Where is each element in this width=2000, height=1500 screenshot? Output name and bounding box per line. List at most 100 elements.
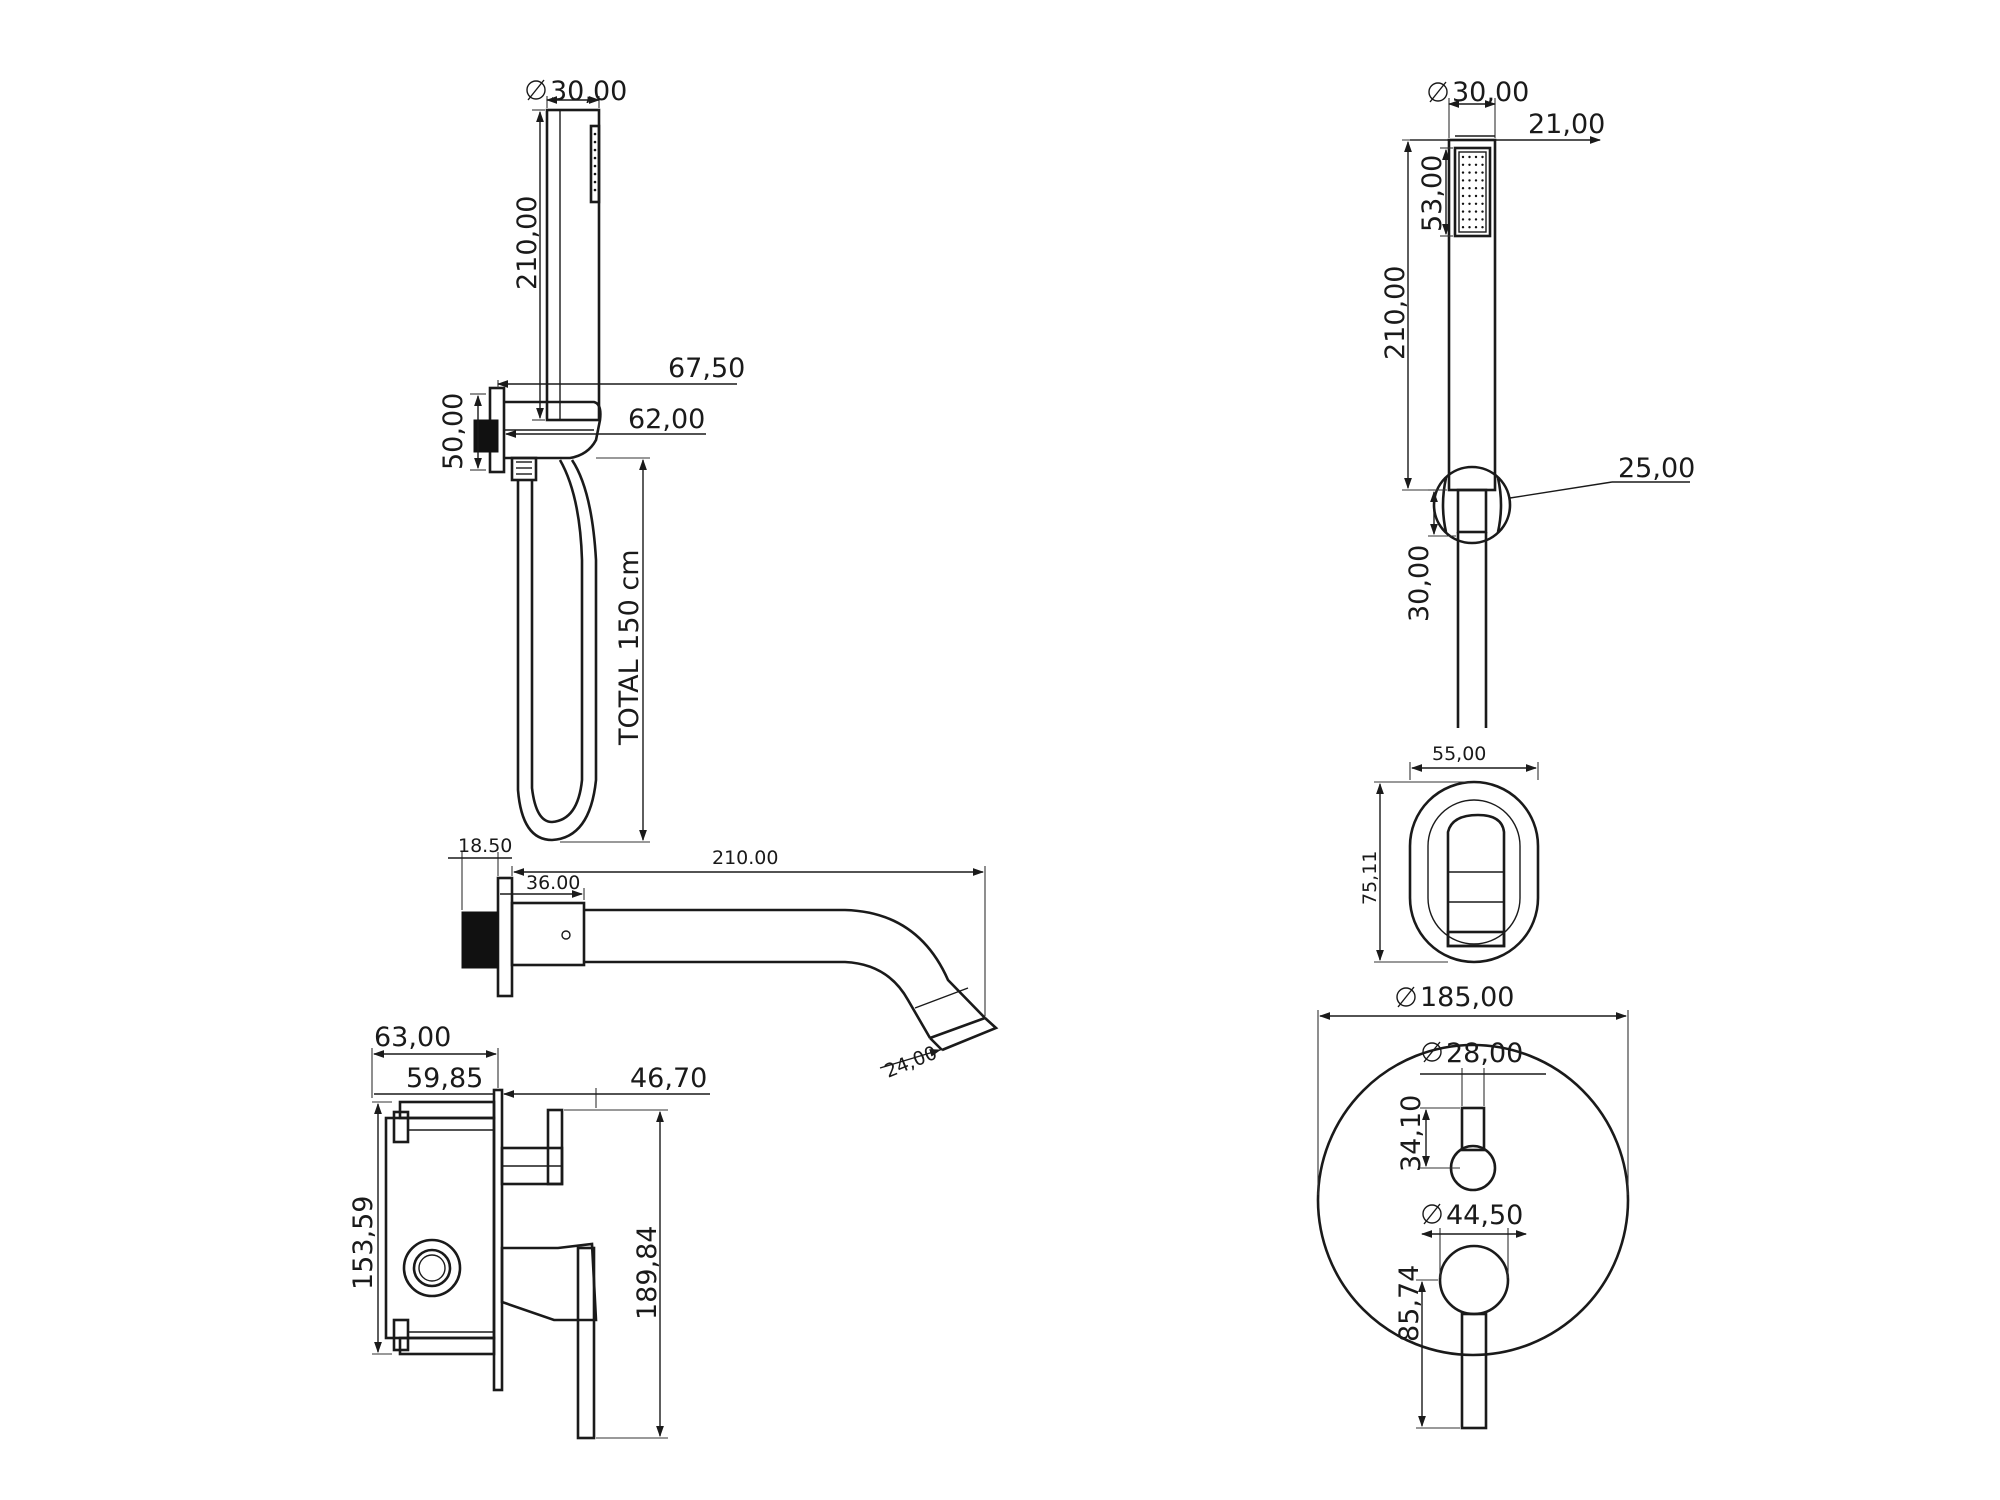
spout-wall-plate [496,876,514,998]
spout-front-view: 55,00 75,11 [1359,743,1540,964]
dim-mixer-plate-diameter: 185,00 [1420,982,1514,1013]
dim-hs-diameter: 30,00 [550,76,627,107]
dim-mixer-body-height: 153,59 [348,1196,379,1290]
spout-front-body [1446,813,1506,948]
dim-mixer-total-height: 189,84 [632,1226,663,1320]
spray-nozzle-dot [1468,210,1471,213]
mixer-box-body [384,1116,496,1340]
mixer-cover-plate [492,1088,504,1392]
spray-nozzle-dot [1468,218,1471,221]
mixer-lever-hub-front [1438,1244,1510,1316]
dim-spout-front-width: 55,00 [1432,743,1486,765]
dim-lever-offset: 85,74 [1394,1265,1425,1342]
spray-nozzle-dot [1474,187,1478,190]
mounting-lug-bottom [392,1318,410,1352]
spray-nozzle-dot [1481,163,1484,166]
handshower-front-view: 30,00 21,00 53,00 210,00 25,00 30,00 [1380,77,1695,728]
dim-hs-holder-diameter: 50,00 [438,393,469,470]
spray-nozzle-dot [1474,163,1478,166]
spray-nozzle-dot [1461,194,1465,198]
spray-nozzle-dot [1474,171,1478,174]
dim-spout-length: 210.00 [712,847,778,869]
dim-hf-diameter: 30,00 [1452,77,1529,108]
dim-lever-diameter: 44,50 [1446,1200,1523,1231]
dim-hs-holder-projection: 62,00 [628,404,705,435]
mixer-side-view: 63,00 59,85 46,70 153,59 189,84 [348,1022,710,1440]
spray-nozzle-dot [1481,226,1484,229]
spray-nozzle-dot [1468,202,1471,205]
spray-nozzle-dot [1468,179,1471,182]
spray-nozzle-dot [1474,194,1478,198]
spout-outlet [929,1017,999,1052]
spray-nozzle-dot [1474,202,1478,205]
spray-nozzle-dot [1461,202,1465,205]
dim-hose-total: TOTAL 150 cm [614,550,645,747]
mixer-inlet-port [402,1238,462,1298]
diverter-knob-side [546,1108,564,1186]
spray-nozzle-dot [1481,202,1484,205]
spout-collar [510,901,586,967]
holder-body-side [504,400,602,460]
dim-hf-holder-width: 25,00 [1618,453,1695,484]
mixer-lever-front [1460,1312,1488,1430]
spout-front-outlet [1446,930,1506,948]
spout-side-view: 18.50 210.00 36.00 24,00 [448,835,999,1083]
dim-spout-plate: 18.50 [458,835,512,857]
spray-nozzle-dot [1461,187,1465,190]
spray-nozzle-dot [1481,155,1484,159]
spout-pipe-top [584,908,986,1019]
spray-nozzle-dot [1481,187,1484,190]
spout-wall-connection [461,911,499,969]
dim-spout-outlet: 24,00 [882,1042,941,1083]
dim-diverter-offset: 34,10 [1396,1095,1427,1172]
spray-face-front [1453,146,1492,238]
spray-nozzle-dot [1461,218,1465,221]
mixer-handle-body [500,1242,598,1322]
hose-outer [516,459,598,842]
dim-spout-front-height: 75,11 [1359,851,1381,905]
spray-nozzle-dot [1474,210,1478,213]
mixer-lever-side [576,1246,596,1440]
dim-hs-projection: 67,50 [668,353,745,384]
spray-nozzle-dot [1481,194,1484,198]
dim-mixer-depth-total: 63,00 [374,1022,451,1053]
handshower-side-view: 30,00 210,00 67,50 50,00 62,00 TOTAL 150… [438,76,745,843]
handshower-handle-side [545,108,601,422]
spray-nozzle-dot [1461,210,1465,213]
spray-nozzle-dot [1468,194,1471,198]
spray-nozzle-dot [1468,155,1471,159]
mounting-lug-top [392,1110,410,1144]
dim-hf-head-width: 21,00 [1528,109,1605,140]
dim-hs-handle-length: 210,00 [512,196,543,290]
spray-face-side [589,124,601,204]
spray-nozzle-dot [1481,218,1484,221]
spray-nozzle-dot [1468,163,1471,166]
dim-hf-handle-length: 210,00 [1380,266,1411,360]
spray-nozzle-dot [1468,187,1471,190]
spray-nozzle-dot [1474,218,1478,221]
spray-nozzle-dot [1461,226,1465,229]
spray-nozzle-dot [1474,179,1478,182]
hose-connector-side [510,456,538,482]
dim-hf-holder-height: 30,00 [1404,545,1435,622]
spray-nozzle-dot [1461,171,1465,174]
spray-nozzle-dot [1461,163,1465,166]
dim-hf-head-height: 53,00 [1417,155,1448,232]
spray-nozzle-dot [1474,155,1478,159]
spray-nozzle-dot [1468,226,1471,229]
spray-nozzle-dot [1481,210,1484,213]
hose-inner [530,459,584,824]
spout-front-plate [1408,780,1540,964]
diverter-stem-front [1460,1106,1486,1152]
dim-diverter-diameter: 28,00 [1446,1038,1523,1069]
mixer-cover-plate-front [1316,1043,1630,1357]
dim-spout-collar: 36.00 [526,872,580,894]
dim-mixer-lever-proj: 46,70 [630,1063,707,1094]
spray-nozzle-dot [1461,179,1465,182]
dim-mixer-depth-body: 59,85 [406,1063,483,1094]
spray-nozzle-dot [1481,171,1484,174]
mixer-front-view: 185,00 28,00 34,10 44,50 85,74 [1316,982,1630,1430]
spray-nozzle-dot [1474,226,1478,229]
spray-nozzle-dot [1481,179,1484,182]
